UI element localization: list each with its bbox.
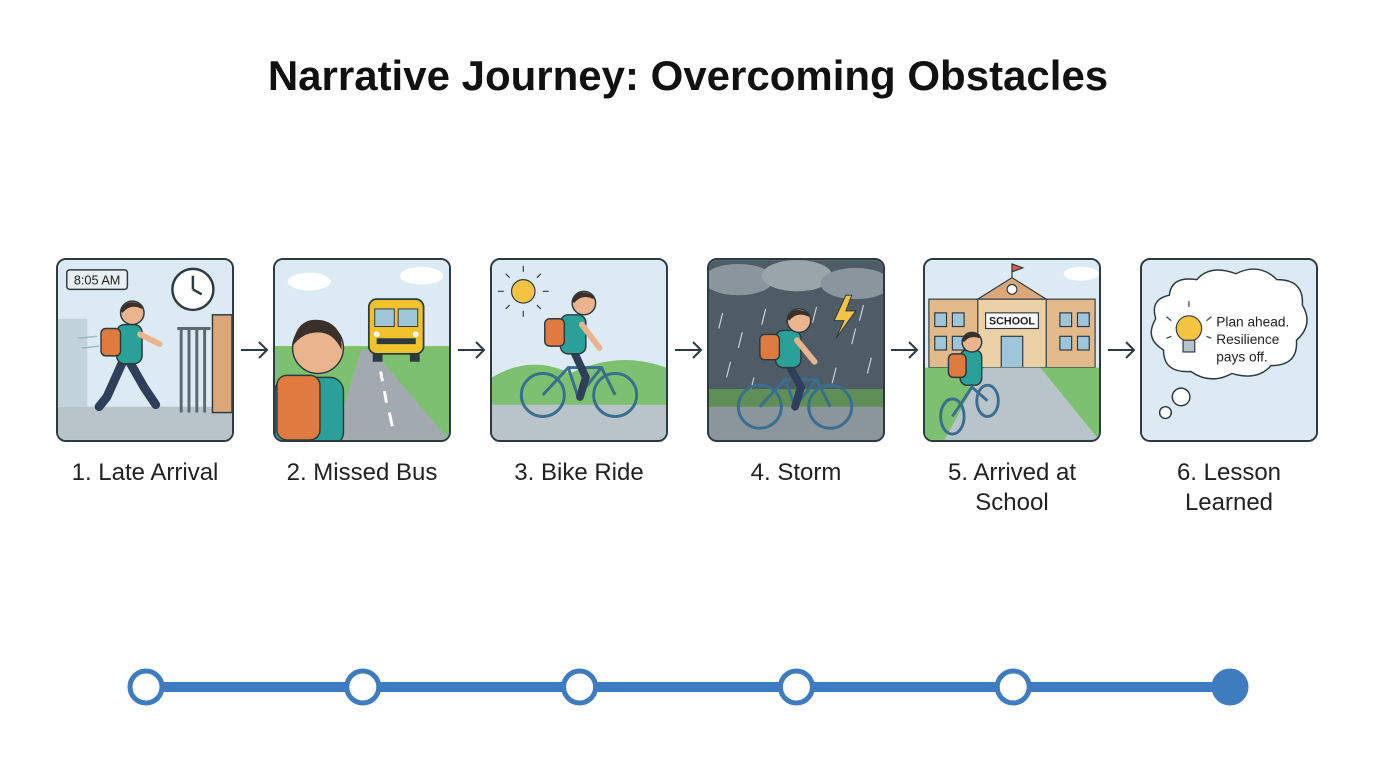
arrow-right-icon — [891, 341, 919, 359]
arrow-right-icon — [241, 341, 269, 359]
page-title: Narrative Journey: Overcoming Obstacles — [267, 52, 1109, 99]
school-bus-icon — [367, 298, 425, 362]
caption-step-6: 6. Lesson Learned — [1176, 459, 1282, 516]
caption-step-3: 3. Bike Ride — [514, 459, 644, 486]
timeline-node — [777, 668, 815, 706]
storm-illustration — [709, 260, 883, 440]
caption-step-2: 2. Missed Bus — [286, 459, 438, 486]
bicycle-icon — [939, 383, 1000, 436]
timeline-node — [561, 668, 599, 706]
panel-bike-ride — [490, 258, 668, 442]
school-building-icon — [928, 263, 1096, 369]
panel-late-arrival: 8:05 AM — [56, 258, 234, 442]
late-arrival-illustration: 8:05 AM — [58, 260, 232, 440]
panel-arrived-at-school: SCHOOL — [923, 258, 1101, 442]
clock-time-text: 8:05 AM — [74, 274, 121, 288]
caption-step-1: 1. Late Arrival — [71, 459, 219, 486]
arrow-right-icon — [458, 341, 486, 359]
timeline-node — [127, 668, 165, 706]
timeline-node-active — [1211, 668, 1249, 706]
sun-icon — [497, 265, 549, 317]
caption-step-4: 4. Storm — [750, 459, 842, 486]
panel-lesson-learned: Plan ahead. Resilience pays off. — [1140, 258, 1318, 442]
missed-bus-illustration — [275, 260, 449, 440]
school-sign-text: SCHOOL — [989, 316, 1035, 328]
thought-line-1: Plan ahead. — [1216, 315, 1289, 330]
panel-storm — [707, 258, 885, 442]
caption-step-5: 5. Arrived at School — [947, 459, 1077, 516]
thought-line-2: Resilience — [1216, 332, 1279, 347]
running-student-icon — [77, 300, 163, 412]
bike-ride-illustration — [492, 260, 666, 440]
arrived-at-school-illustration: SCHOOL — [925, 260, 1099, 440]
lightning-icon — [833, 294, 857, 339]
thought-line-3: pays off. — [1216, 350, 1267, 365]
panel-missed-bus — [273, 258, 451, 442]
cyclist-icon — [947, 331, 983, 386]
cyclist-icon — [759, 308, 818, 411]
lightbulb-icon — [1166, 301, 1212, 353]
lesson-learned-illustration: Plan ahead. Resilience pays off. — [1142, 260, 1316, 440]
arrow-right-icon — [675, 341, 703, 359]
cyclist-icon — [544, 290, 603, 401]
student-back-icon — [275, 319, 345, 440]
arrow-right-icon — [1108, 341, 1136, 359]
timeline-node — [344, 668, 382, 706]
timeline-node — [994, 668, 1032, 706]
